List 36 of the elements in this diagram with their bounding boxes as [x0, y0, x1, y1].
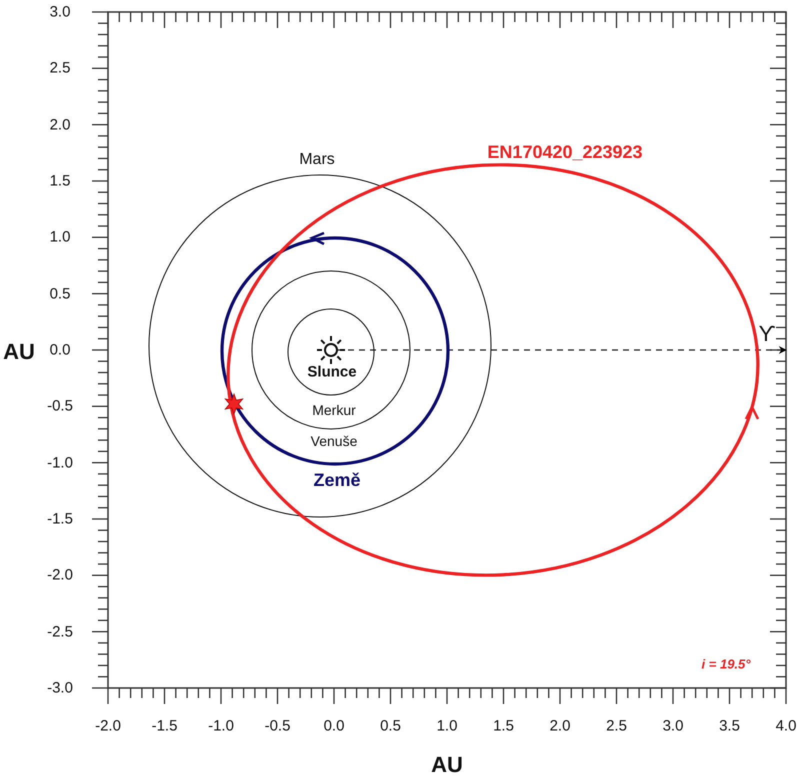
tick-label: -2.0 — [47, 568, 73, 583]
tick-label: 2.5 — [606, 718, 627, 734]
tick-label: 1.0 — [436, 718, 458, 734]
tick-label: -1.5 — [47, 512, 73, 526]
tick-label: -3.0 — [47, 680, 73, 696]
tick-label: 4.0 — [776, 718, 796, 734]
equinox-symbol: ϒ — [758, 323, 776, 345]
orbit-label: EN170420_223923 — [487, 143, 643, 161]
tick-label: 0.5 — [380, 718, 401, 734]
tick-label: 0.0 — [50, 342, 70, 358]
tick-label: 2.0 — [50, 117, 70, 132]
tick-label: 3.0 — [662, 718, 684, 734]
tick-label: -1.0 — [47, 455, 73, 470]
axis-title: AU — [431, 754, 463, 776]
tick-label: 0.0 — [324, 718, 344, 734]
tick-label: 2.0 — [550, 718, 570, 734]
tick-label: -0.5 — [47, 398, 73, 414]
tick-label: -2.0 — [95, 718, 121, 734]
tick-label: -1.5 — [152, 718, 178, 734]
tick-label: 2.5 — [50, 60, 70, 76]
tick-label: 1.5 — [493, 718, 514, 734]
inclination-note: i = 19.5° — [702, 658, 750, 670]
axis-title: AU — [3, 341, 35, 363]
sun-label: Slunce — [307, 364, 357, 380]
planet-label: Venuše — [310, 434, 358, 448]
tick-label: -0.5 — [264, 718, 290, 734]
planet-label: Země — [313, 471, 361, 489]
tick-label: 1.5 — [50, 174, 70, 188]
tick-label: 1.0 — [50, 230, 70, 245]
tick-label: 3.5 — [719, 718, 740, 734]
tick-label: 0.5 — [50, 286, 70, 302]
planet-label: Merkur — [312, 403, 356, 417]
tick-label: -1.0 — [208, 718, 234, 734]
tick-label: 3.0 — [50, 4, 70, 20]
tick-label: -2.5 — [47, 624, 73, 640]
planet-label: Mars — [299, 152, 335, 168]
